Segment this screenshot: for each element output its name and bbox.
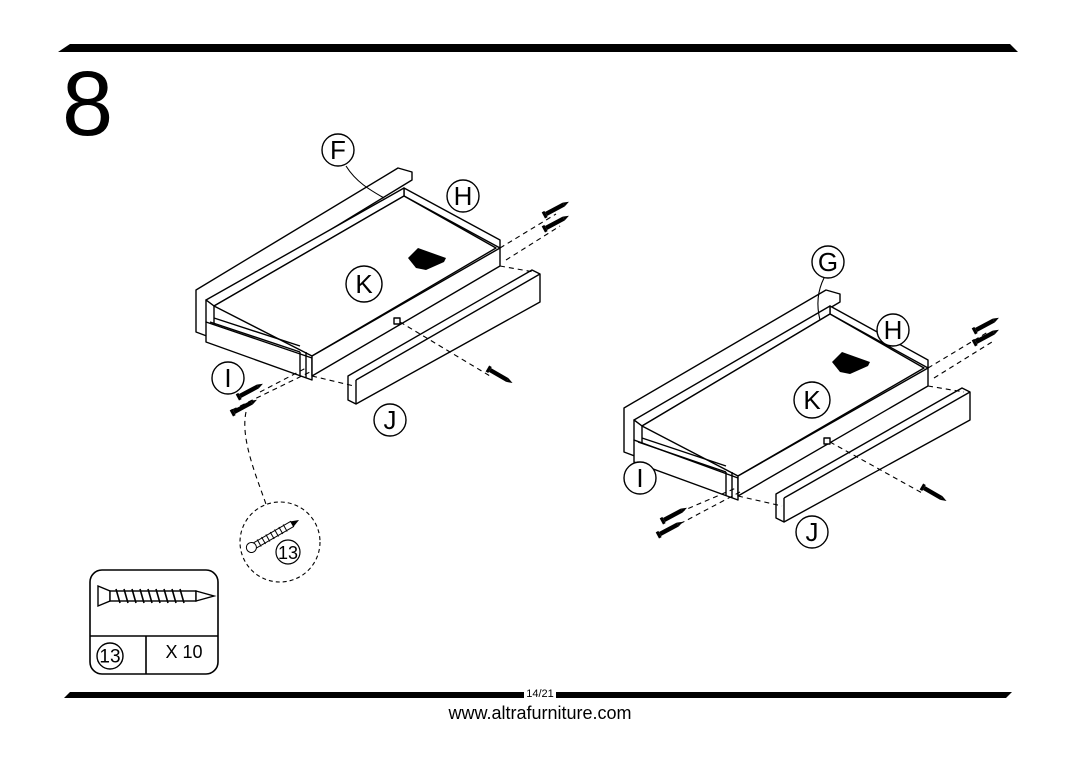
screw-detail-icon xyxy=(245,520,300,553)
label-left-f: F xyxy=(330,135,346,165)
label-left-h: H xyxy=(454,181,473,211)
label-left-j: J xyxy=(384,405,397,435)
right-drawer xyxy=(623,289,971,523)
page-number: 14/21 xyxy=(524,688,556,700)
hardware-screw-icon xyxy=(97,584,217,608)
label-right-h: H xyxy=(884,315,903,345)
screw-detail-bubble xyxy=(239,501,321,583)
label-left-i: I xyxy=(224,363,231,393)
hardware-part-number: 13 xyxy=(99,647,120,668)
label-left-k: K xyxy=(355,269,373,299)
label-right-i: I xyxy=(636,463,643,493)
website-url: www.altrafurniture.com xyxy=(448,703,632,723)
top-banner-bar xyxy=(58,44,1018,52)
label-right-k: K xyxy=(803,385,821,415)
screw-detail-number: 13 xyxy=(278,543,298,563)
right-direction-arrow xyxy=(832,352,870,374)
hardware-box xyxy=(89,569,219,675)
label-right-j: J xyxy=(806,517,819,547)
label-right-g: G xyxy=(818,247,838,277)
left-direction-arrow xyxy=(408,248,446,270)
step-number: 8 xyxy=(62,53,114,155)
page-number-wrap: 14/21 xyxy=(0,688,1080,700)
hardware-quantity: X 10 xyxy=(165,642,203,662)
